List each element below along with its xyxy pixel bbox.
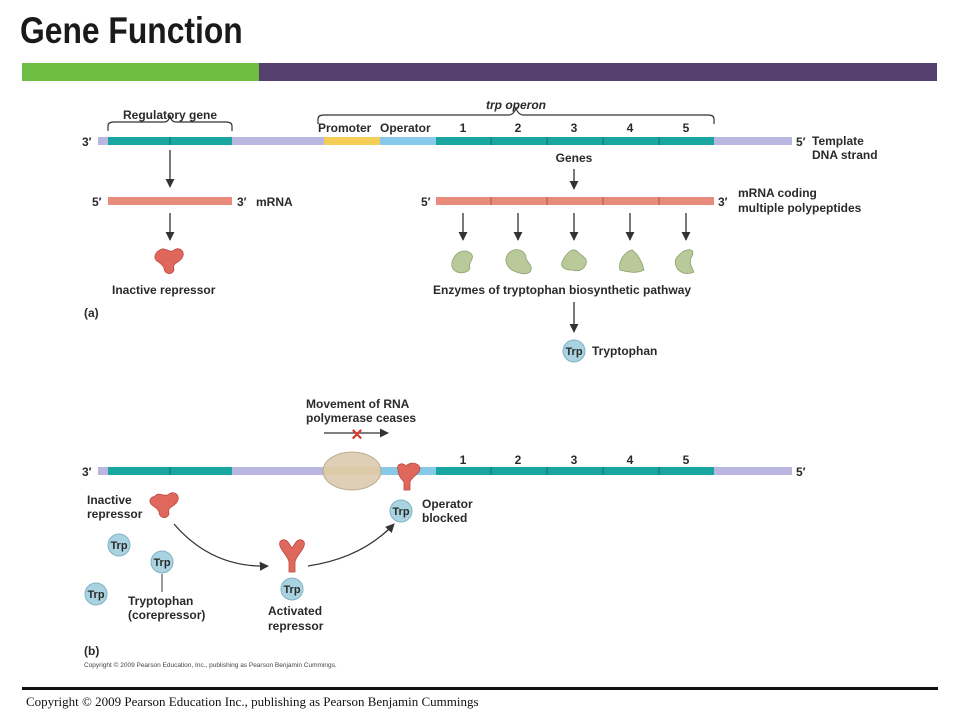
- activated-line2: repressor: [268, 619, 324, 633]
- inactive-repressor-label: Inactive repressor: [112, 283, 216, 297]
- gene-number-3: 3: [571, 121, 578, 135]
- stop-x-icon: ×: [351, 424, 363, 446]
- enzyme-2: [505, 249, 532, 275]
- curved-arrow-to-operator: [307, 523, 395, 567]
- regulatory-gene-bracket: [107, 114, 233, 131]
- bound-repressor: [397, 462, 421, 491]
- operator-blocked-line1: Operator: [422, 497, 473, 511]
- gene-numbers-a: 1 2 3 4 5: [460, 121, 690, 135]
- activated-repressor-shape: [279, 539, 305, 573]
- enzymes-label: Enzymes of tryptophan biosynthetic pathw…: [433, 283, 691, 297]
- inactive-b-line2: repressor: [87, 507, 143, 521]
- dna-b-3-prime: 3′: [82, 465, 92, 479]
- free-trp-1-label: Trp: [110, 540, 127, 552]
- inactive-repressor-shape-a: [154, 248, 184, 274]
- tryptophan-corepressor-line2: (corepressor): [128, 608, 205, 622]
- panel-a-label: (a): [84, 306, 99, 320]
- enzyme-3: [561, 249, 587, 272]
- inactive-repressor-shape-b: [149, 492, 179, 518]
- mrna-right-3-prime: 3′: [718, 195, 728, 209]
- gene-number-4: 4: [627, 121, 634, 135]
- footer-rule: [22, 687, 938, 690]
- arrows-mrna-to-enzymes: [458, 213, 691, 241]
- gene-b-number-1: 1: [460, 453, 467, 467]
- enzyme-5: [674, 249, 695, 274]
- gene-numbers-b: 1 2 3 4 5: [460, 453, 690, 467]
- mrna-left-5-prime: 5′: [92, 195, 102, 209]
- slide-title: Gene Function: [20, 10, 243, 51]
- dna-strand-b: [98, 467, 792, 475]
- figure-credit: Copyright © 2009 Pearson Education, Inc.…: [84, 661, 337, 669]
- bound-trp-label: Trp: [392, 506, 409, 518]
- title-accent-bar-green: [22, 63, 259, 81]
- dna-strand-a: [98, 137, 792, 145]
- gene-b-number-4: 4: [627, 453, 634, 467]
- tryptophan-corepressor-line1: Tryptophan: [128, 594, 193, 608]
- trp-operon-diagram: Regulatory gene trp operon Promoter Oper…: [82, 98, 878, 669]
- operator-label: Operator: [380, 121, 431, 135]
- inactive-b-line1: Inactive: [87, 493, 132, 507]
- trp-operon-label: trp operon: [486, 98, 546, 112]
- enzymes-group: [451, 249, 695, 275]
- mrna-regulatory: [108, 197, 232, 205]
- gene-b-number-3: 3: [571, 453, 578, 467]
- movement-label-line2: polymerase ceases: [306, 411, 416, 425]
- gene-number-5: 5: [683, 121, 690, 135]
- regulatory-gene-label: Regulatory gene: [123, 108, 217, 122]
- title-accent-bar-purple: [259, 63, 937, 81]
- genes-label: Genes: [556, 151, 593, 165]
- template-label-line1: Template: [812, 134, 864, 148]
- trp-operon-bracket: [317, 105, 715, 124]
- mrna-left-3-prime: 3′: [237, 195, 247, 209]
- activated-trp-label: Trp: [283, 584, 300, 596]
- movement-label-line1: Movement of RNA: [306, 397, 410, 411]
- gene-b-number-2: 2: [515, 453, 522, 467]
- curved-arrow-to-activated: [173, 523, 269, 571]
- enzyme-4: [619, 249, 645, 273]
- footer-copyright: Copyright © 2009 Pearson Education Inc.,…: [26, 694, 479, 709]
- enzyme-1: [451, 250, 473, 274]
- free-trp-3-label: Trp: [87, 589, 104, 601]
- rna-polymerase-shape: [322, 451, 382, 491]
- operator-blocked-line2: blocked: [422, 511, 467, 525]
- gene-b-number-5: 5: [683, 453, 690, 467]
- mrna-coding-line1: mRNA coding: [738, 186, 817, 200]
- mrna-label: mRNA: [256, 195, 293, 209]
- dna-a-5-prime: 5′: [796, 135, 806, 149]
- panel-b-label: (b): [84, 644, 99, 658]
- gene-number-1: 1: [460, 121, 467, 135]
- trp-product-label: Trp: [565, 346, 582, 358]
- dna-a-3-prime: 3′: [82, 135, 92, 149]
- mrna-coding-line2: multiple polypeptides: [738, 201, 862, 215]
- mrna-polycistronic: [436, 197, 714, 205]
- mrna-right-5-prime: 5′: [421, 195, 431, 209]
- template-label-line2: DNA strand: [812, 148, 878, 162]
- promoter-label: Promoter: [318, 121, 372, 135]
- gene-number-2: 2: [515, 121, 522, 135]
- free-trp-2-label: Trp: [153, 557, 170, 569]
- dna-b-5-prime: 5′: [796, 465, 806, 479]
- tryptophan-label: Tryptophan: [592, 344, 657, 358]
- activated-line1: Activated: [268, 604, 322, 618]
